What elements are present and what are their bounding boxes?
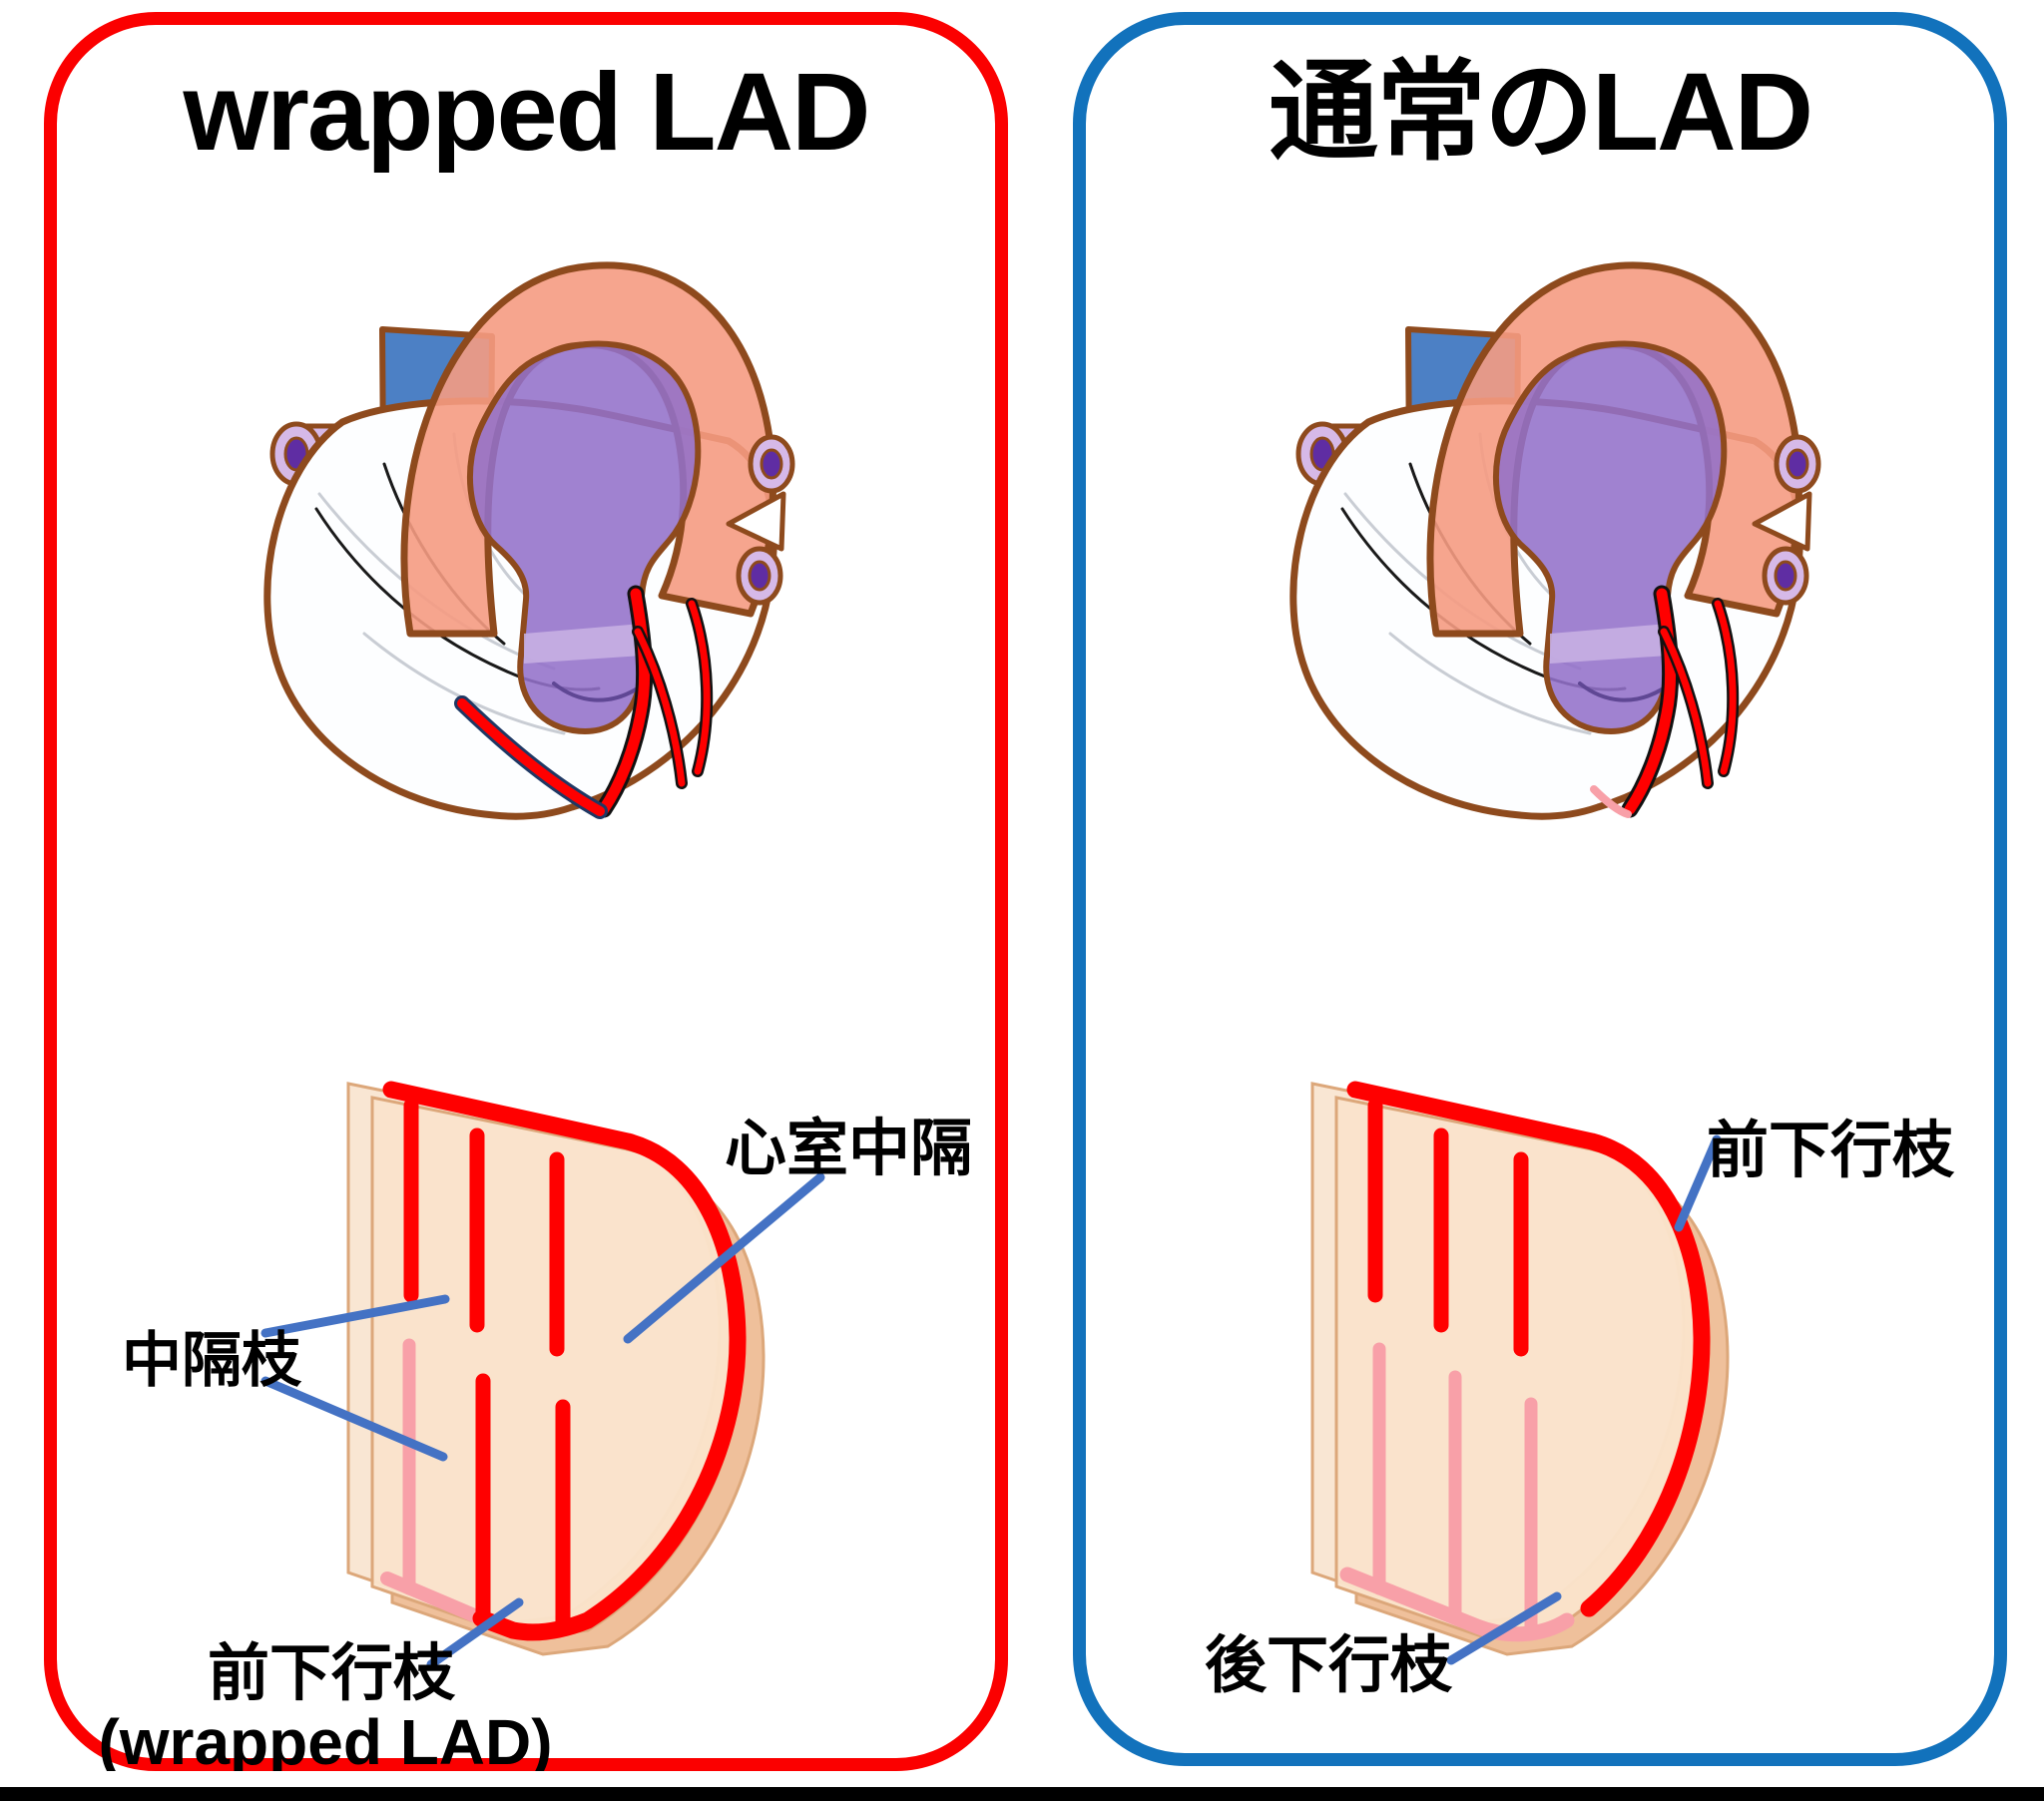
panel-normal-lad [1073, 12, 2007, 1766]
panel-title-normal: 通常のLAD [1268, 51, 1813, 174]
pointer-line-septal-1 [260, 1294, 450, 1338]
label-pda: 後下行枝 [1205, 1631, 1453, 1700]
pda-remnant [380, 1572, 488, 1625]
heart-illustration-wrapped [267, 265, 792, 816]
label-ventricular-septum: 心室中隔 [725, 1115, 972, 1183]
pointer-line-lad [1674, 1134, 1722, 1232]
heart-illustration-normal [1293, 265, 1818, 816]
label-septal-branch: 中隔枝 [122, 1327, 302, 1394]
cross-section-normal: 前下行枝 後下行枝 [1205, 1081, 1955, 1700]
panel-title-wrapped: wrapped LAD [183, 51, 871, 174]
label-lad-normal: 前下行枝 [1707, 1117, 1955, 1185]
lad-normal-artery [1346, 1081, 1711, 1617]
pointer-line-pda [1446, 1591, 1562, 1665]
panel-wrapped-lad [44, 12, 1008, 1771]
illustration-normal-lad: 前下行枝 後下行枝 [1205, 12, 1955, 1700]
pointer-line-septal-2 [260, 1376, 448, 1462]
bottom-bar [0, 1787, 2044, 1801]
cross-section-wrapped: 中隔枝 心室中隔 前下行枝 (wrapped LAD) [98, 1081, 972, 1771]
label-lad-wrapped-sub: (wrapped LAD) [98, 1706, 552, 1771]
pda-artery [1339, 1567, 1575, 1642]
label-lad-wrapped: 前下行枝 [208, 1639, 456, 1708]
pointer-line-lad [426, 1597, 524, 1669]
illustration-wrapped-lad: 中隔枝 心室中隔 前下行枝 (wrapped LAD) [98, 12, 972, 1771]
pointer-line-septum [623, 1172, 825, 1344]
